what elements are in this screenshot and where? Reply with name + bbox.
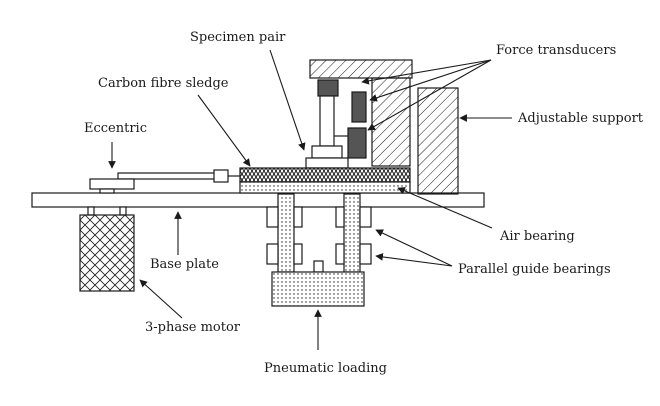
guide-bearing-right-lower xyxy=(359,243,372,265)
pneumatic-cylinder xyxy=(271,271,365,307)
motor-shaft-left xyxy=(87,206,95,216)
label-adjustable-support: Adjustable support xyxy=(517,111,644,126)
guide-block-right-upper xyxy=(335,206,345,228)
adjustable-support-post xyxy=(417,87,459,195)
three-phase-motor xyxy=(79,214,135,292)
guide-bearing-left-upper xyxy=(266,206,279,228)
guide-block-left-lower xyxy=(293,243,303,265)
base-plate xyxy=(31,192,485,208)
arrow-carbon-fibre-sledge xyxy=(197,94,251,167)
label-air-bearing: Air bearing xyxy=(499,229,575,244)
label-base-plate: Base plate xyxy=(150,257,219,272)
label-pneumatic-loading: Pneumatic loading xyxy=(264,361,387,376)
force-transducer-top xyxy=(317,79,339,97)
label-specimen-pair: Specimen pair xyxy=(190,30,286,45)
specimen-base xyxy=(305,157,349,169)
label-three-phase-motor: 3-phase motor xyxy=(145,320,241,335)
eccentric-shaft xyxy=(99,188,115,194)
guide-bearing-right-upper xyxy=(359,206,372,228)
eccentric-connector xyxy=(213,169,229,183)
carbon-fibre-sledge xyxy=(239,167,411,183)
air-bearing xyxy=(239,181,411,194)
pneumatic-nozzle xyxy=(313,260,324,273)
adjustable-support-column xyxy=(371,77,411,167)
eccentric-disk xyxy=(89,178,135,190)
arrow-specimen-pair xyxy=(269,49,306,151)
label-force-transducers: Force transducers xyxy=(496,43,616,58)
eccentric-rod xyxy=(117,172,217,180)
arrow-guide-bearing-lower xyxy=(375,253,453,267)
arrow-force-transducer-1 xyxy=(361,59,492,85)
label-eccentric: Eccentric xyxy=(84,121,147,136)
force-transducer-side-upper xyxy=(351,91,367,123)
guide-block-right-lower xyxy=(335,243,345,265)
guide-bearing-left-lower xyxy=(266,243,279,265)
label-parallel-guide-bearings: Parallel guide bearings xyxy=(458,262,611,277)
arrow-force-transducer-3 xyxy=(367,59,492,131)
force-transducer-bottom xyxy=(347,127,367,159)
arrow-guide-bearing-upper xyxy=(375,229,453,267)
specimen-holder-stem xyxy=(319,95,335,147)
adjustable-support-top xyxy=(309,59,413,79)
arrow-air-bearing xyxy=(397,187,493,229)
guide-block-left-upper xyxy=(293,206,303,228)
arrow-three-phase-motor xyxy=(139,279,183,319)
motor-shaft-right xyxy=(119,206,127,216)
guide-rod-right xyxy=(343,193,361,273)
arrow-force-transducer-2 xyxy=(369,59,492,102)
specimen-pair xyxy=(311,145,343,159)
guide-rod-left xyxy=(277,193,295,273)
label-carbon-fibre-sledge: Carbon fibre sledge xyxy=(98,76,229,91)
